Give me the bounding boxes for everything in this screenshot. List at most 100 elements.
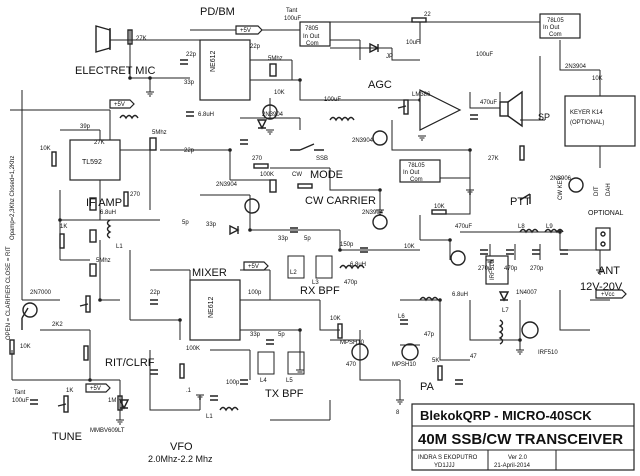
speaker-symbol bbox=[499, 90, 523, 128]
part-r27k-ptt: 27K bbox=[488, 156, 499, 162]
part-tant-100uf: 100uF bbox=[284, 16, 301, 22]
part-jp: JP bbox=[386, 54, 393, 60]
part-l3: L3 bbox=[312, 280, 319, 286]
part-l5: L5 bbox=[286, 378, 293, 384]
part-c22p-a: 22p bbox=[186, 52, 197, 58]
vcc-label: +Vcc bbox=[601, 292, 615, 298]
label-tune: TUNE bbox=[52, 431, 82, 443]
title-block-author: INDRA S EKOPUTRO bbox=[418, 455, 478, 461]
wiring bbox=[10, 21, 610, 421]
label-cw-carrier: CW CARRIER bbox=[305, 195, 376, 207]
part-c100p-vfo: 100p bbox=[226, 380, 240, 386]
part-r100k-cw: 100K bbox=[260, 172, 274, 178]
title-block-callsign: YD1JJJ bbox=[434, 463, 455, 469]
part-r27k-if: 27K bbox=[94, 140, 105, 146]
part-c01-vfo: .1 bbox=[186, 388, 192, 394]
part-l8: L8 bbox=[518, 224, 525, 230]
part-r10k-pd: 10K bbox=[274, 90, 285, 96]
label-rx-bpf: RX BPF bbox=[300, 285, 340, 297]
ic-ne612-mixer-label: NE612 bbox=[208, 296, 215, 318]
ic-ne612-top-label: NE612 bbox=[210, 50, 217, 72]
label-supply: 12V-20V bbox=[580, 281, 623, 293]
part-c5p-rx: 5p bbox=[304, 236, 311, 242]
plus5v-tag-vfo: +5V bbox=[90, 386, 101, 392]
part-r27k-mic: 27K bbox=[136, 36, 147, 42]
ic-7805-com: Com bbox=[306, 41, 319, 47]
switches bbox=[21, 143, 531, 330]
keyer-label: KEYER K14 bbox=[570, 110, 603, 116]
part-c33p-tx: 33p bbox=[250, 332, 261, 338]
part-c270p-a: 270p bbox=[478, 266, 492, 272]
part-r10k-rx: 10K bbox=[404, 244, 415, 250]
label-sp: SP bbox=[538, 112, 550, 122]
part-mpsh10-b: MPSH10 bbox=[392, 362, 417, 368]
ic-78l05-top-inout: In Out bbox=[543, 25, 560, 31]
ic-lm386: LM386 bbox=[412, 89, 462, 131]
part-mpsh10-a: MPSH10 bbox=[340, 340, 365, 346]
label-ant: ANT bbox=[598, 265, 620, 277]
part-r8-pa: 8 bbox=[396, 410, 400, 416]
part-c39p: 39p bbox=[80, 124, 91, 130]
label-vfo: VFO bbox=[170, 441, 193, 453]
part-2n3904-agc: 2N3904 bbox=[352, 138, 374, 144]
part-c47p: 47p bbox=[424, 332, 435, 338]
capacitors bbox=[30, 59, 568, 405]
potentiometers bbox=[57, 99, 409, 413]
label-optional: OPTIONAL bbox=[588, 210, 624, 217]
label-clarifier: OPEN = CLARIFIER CLOSE = RIT bbox=[6, 246, 12, 340]
part-r5k: 5K bbox=[432, 358, 439, 364]
part-l1-vfo: L1 bbox=[206, 414, 213, 420]
label-agc: AGC bbox=[368, 79, 392, 91]
part-c100p-mix: 100p bbox=[248, 290, 262, 296]
part-varicap: MMBV609LT bbox=[90, 428, 125, 434]
plus5v-tags: +5V +5V +5V +5V bbox=[85, 25, 269, 393]
part-r270-cw: 270 bbox=[252, 156, 263, 162]
part-r470-pa: 470 bbox=[346, 362, 357, 368]
part-l2: L2 bbox=[290, 270, 297, 276]
part-x5mhz-top: 5Mhz bbox=[268, 56, 283, 62]
ic-ne612-top: NE612 bbox=[199, 39, 251, 101]
part-r10k-if: 10K bbox=[40, 146, 51, 152]
part-r270-if: 270 bbox=[130, 192, 141, 198]
part-labels: 27K Tant 100uF 22 10uF JP 100uF 100uF 47… bbox=[12, 8, 603, 434]
label-cw-switch: CW bbox=[292, 172, 302, 178]
part-l1-if: L1 bbox=[116, 244, 123, 250]
label-ssb: SSB bbox=[316, 156, 328, 162]
label-vfo-range: 2.0Mhz-2.2 Mhz bbox=[148, 454, 213, 464]
part-c33p-a: 33p bbox=[184, 80, 195, 86]
transistors bbox=[22, 104, 584, 361]
part-c10uf-agc: 10uF bbox=[406, 40, 420, 46]
junction-dots bbox=[58, 76, 562, 382]
ic-7805: 7805 In Out Com bbox=[299, 21, 331, 47]
label-pa: PA bbox=[420, 381, 435, 393]
part-x5mhz-filter: 5Mhz bbox=[96, 258, 111, 264]
part-2n3904-pd: 2N3904 bbox=[262, 112, 284, 118]
antenna-connector bbox=[595, 227, 611, 251]
label-opamp-note: Opamp=2,3Khz Closed=1,2Khz bbox=[10, 156, 16, 240]
keyer-optional-label: (OPTIONAL) bbox=[570, 120, 604, 126]
ic-78l05-mid-com: Com bbox=[410, 177, 423, 183]
if-transformers bbox=[257, 255, 333, 375]
part-2n3906: 2N3906 bbox=[550, 176, 572, 182]
part-1n4007: 1N4007 bbox=[516, 290, 538, 296]
diodes bbox=[118, 42, 510, 410]
ic-tl592-label: TL592 bbox=[82, 159, 102, 166]
ic-78l05-top: 78L05 In Out Com bbox=[539, 13, 581, 39]
ic-78l05-top-label: 78L05 bbox=[547, 18, 564, 24]
part-c5p-tx: 5p bbox=[278, 332, 285, 338]
label-dit: DIT bbox=[594, 186, 600, 196]
part-l4: L4 bbox=[260, 378, 267, 384]
label-rit-clrf: RIT/CLRF bbox=[105, 357, 155, 369]
part-c33p-rx: 33p bbox=[278, 236, 289, 242]
part-r1k-if: 1K bbox=[60, 224, 67, 230]
plus5v-tag-top: +5V bbox=[240, 28, 251, 34]
title-block-version: Ver 2.0 bbox=[508, 455, 528, 461]
label-if-amp: IF AMP bbox=[86, 197, 122, 209]
part-r10k-rit: 10K bbox=[20, 344, 31, 350]
title-block-date: 21-April-2014 bbox=[494, 463, 531, 469]
part-c470uf-ptt: 470uF bbox=[455, 224, 472, 230]
part-r100k-rit: 100K bbox=[186, 346, 200, 352]
part-l68-pd: 6.8uH bbox=[198, 112, 214, 118]
part-l6: L6 bbox=[398, 314, 405, 320]
